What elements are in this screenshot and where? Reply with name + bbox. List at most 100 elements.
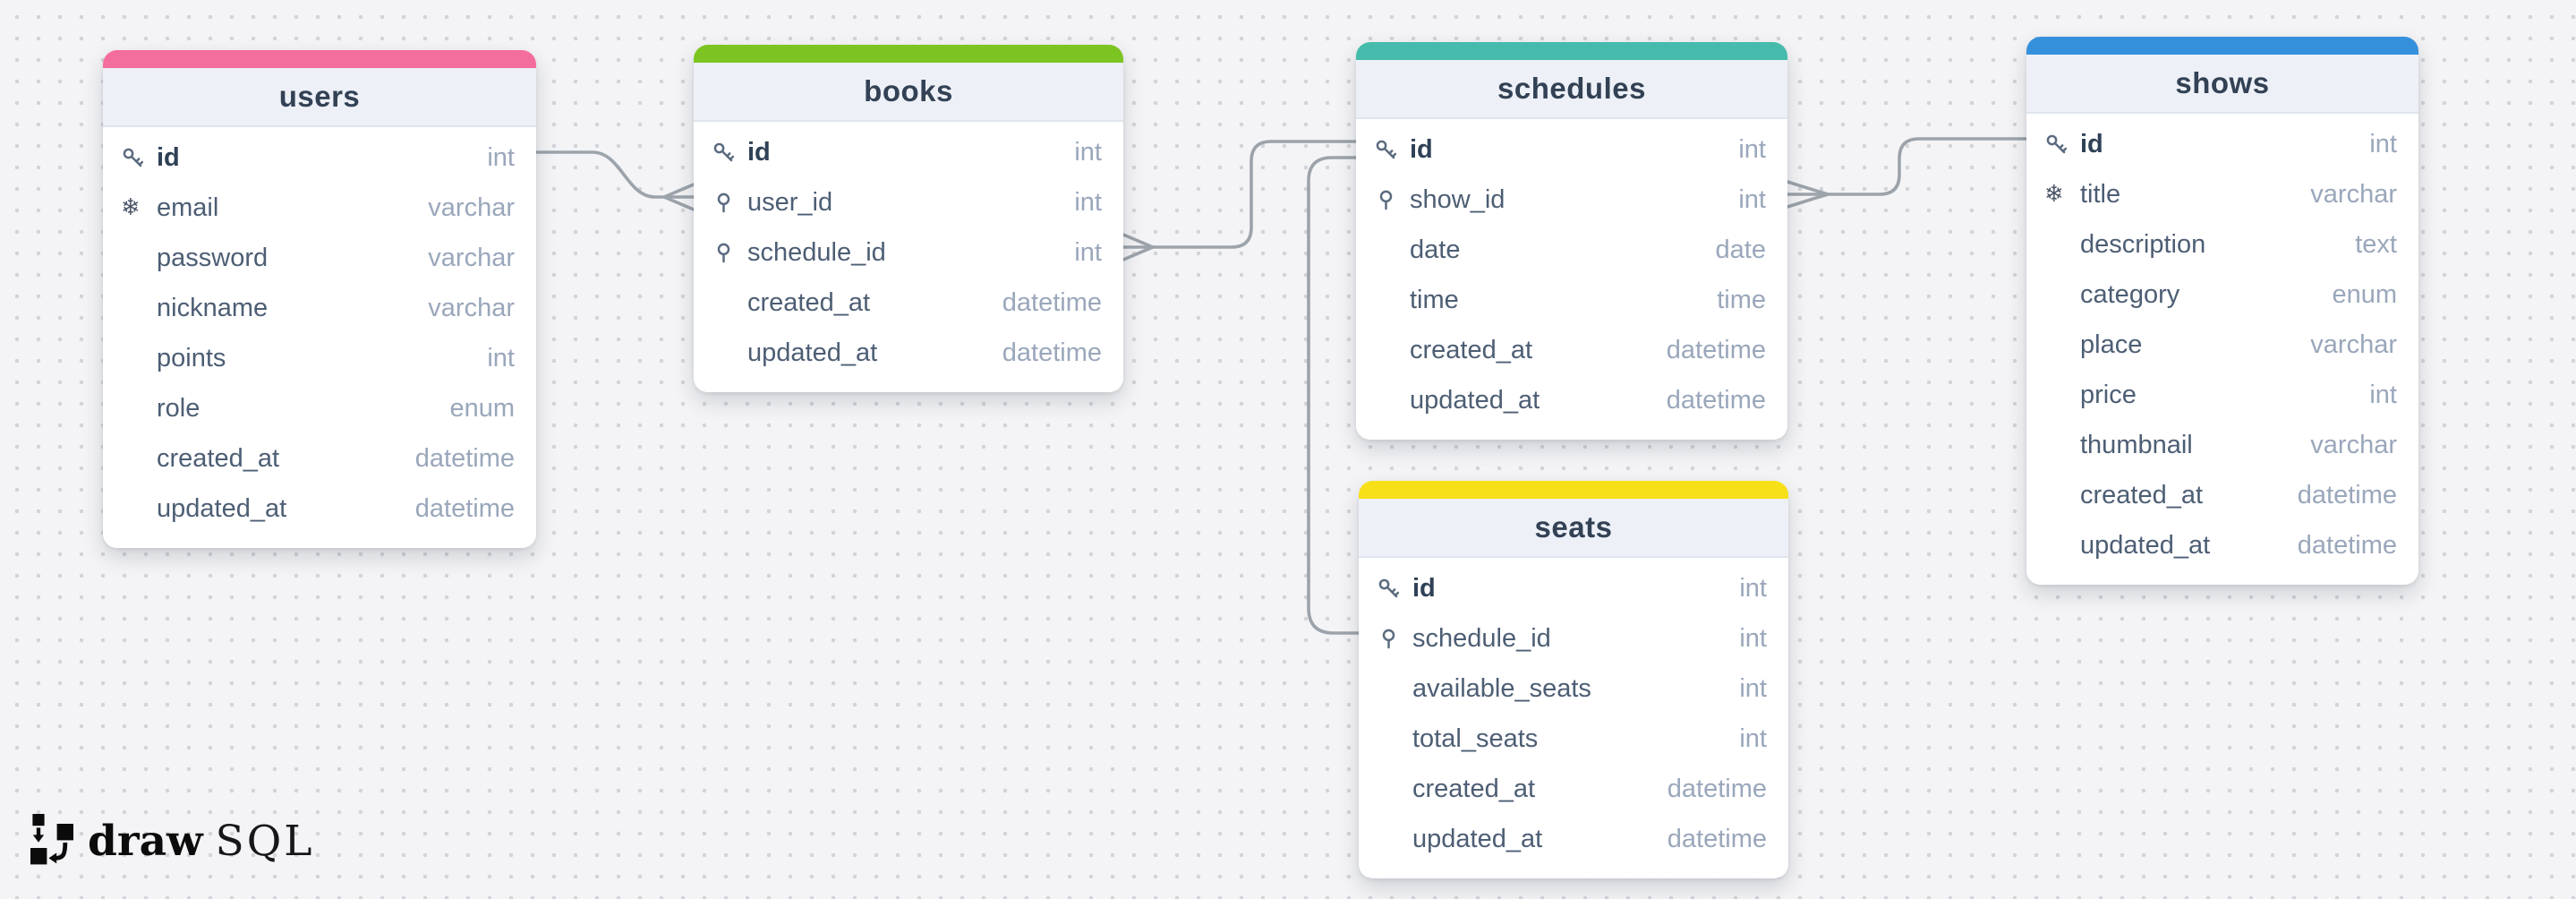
field-name: thumbnail bbox=[2080, 430, 2193, 459]
table-accent-bar bbox=[694, 45, 1123, 63]
field-name: updated_at bbox=[747, 338, 878, 367]
field-type: enum bbox=[449, 393, 515, 423]
field-type: datetime bbox=[414, 443, 515, 473]
connector-shows-id-to-schedules-show_id[interactable] bbox=[1826, 137, 2028, 196]
field-name: category bbox=[2080, 279, 2180, 309]
field-row-updated_at: updated_at datetime bbox=[2026, 520, 2418, 570]
field-type: varchar bbox=[428, 193, 515, 222]
field-type: int bbox=[2369, 380, 2397, 409]
field-type: int bbox=[1738, 134, 1766, 164]
field-row-id: id int bbox=[1356, 124, 1787, 175]
field-row-thumbnail: thumbnail varchar bbox=[2026, 420, 2418, 470]
table-accent-bar bbox=[2026, 37, 2418, 55]
field-type: int bbox=[1074, 187, 1102, 217]
field-name: email bbox=[157, 193, 219, 222]
field-type: text bbox=[2355, 229, 2397, 259]
field-name: nickname bbox=[157, 293, 269, 322]
logo-text-sql: SQL bbox=[215, 816, 315, 866]
crows-foot-marker bbox=[662, 183, 695, 211]
field-type: datetime bbox=[2297, 530, 2397, 560]
field-name: updated_at bbox=[1412, 824, 1543, 853]
primary-key-icon bbox=[121, 146, 157, 170]
connector-schedules-id-to-seats-schedule_id[interactable] bbox=[1307, 156, 1361, 635]
field-type: int bbox=[487, 142, 515, 172]
drawsql-logo-icon bbox=[30, 814, 73, 865]
field-name: created_at bbox=[1412, 774, 1536, 803]
field-name: place bbox=[2080, 330, 2143, 359]
field-row-schedule_id: schedule_id int bbox=[694, 227, 1123, 278]
field-type: int bbox=[1738, 184, 1766, 214]
field-name: created_at bbox=[747, 287, 871, 317]
field-type: int bbox=[2369, 129, 2397, 158]
field-row-updated_at: updated_at datetime bbox=[1359, 814, 1788, 864]
crows-foot-marker bbox=[1122, 233, 1155, 261]
table-accent-bar bbox=[1359, 481, 1788, 499]
table-title: books bbox=[694, 63, 1123, 122]
table-title: seats bbox=[1359, 499, 1788, 558]
field-type: int bbox=[1074, 137, 1102, 167]
field-name: id bbox=[157, 142, 180, 172]
field-type: int bbox=[1074, 237, 1102, 267]
field-type: time bbox=[1717, 285, 1766, 314]
field-row-created_at: created_at datetime bbox=[1356, 325, 1787, 375]
field-name: id bbox=[747, 137, 771, 167]
field-name: id bbox=[2080, 129, 2103, 158]
primary-key-icon bbox=[1377, 577, 1412, 601]
field-type: varchar bbox=[2310, 179, 2397, 209]
field-row-updated_at: updated_at datetime bbox=[1356, 375, 1787, 425]
field-type: datetime bbox=[1002, 287, 1102, 317]
field-name: id bbox=[1412, 573, 1436, 603]
foreign-key-icon bbox=[712, 191, 747, 215]
field-name: created_at bbox=[1410, 335, 1533, 364]
field-name: description bbox=[2080, 229, 2206, 259]
field-type: datetime bbox=[1666, 385, 1766, 415]
field-type: datetime bbox=[1667, 774, 1767, 803]
field-row-id: id int bbox=[2026, 119, 2418, 169]
primary-key-icon bbox=[1374, 138, 1410, 162]
unique-icon: ❄ bbox=[121, 194, 141, 221]
field-name: updated_at bbox=[1410, 385, 1540, 415]
crows-foot-marker bbox=[1786, 180, 1830, 209]
field-type: varchar bbox=[2310, 430, 2397, 459]
field-type: int bbox=[487, 343, 515, 372]
table-title: users bbox=[103, 68, 536, 127]
field-type: int bbox=[1739, 723, 1767, 753]
field-name: time bbox=[1410, 285, 1459, 314]
field-type: datetime bbox=[2297, 480, 2397, 509]
field-name: show_id bbox=[1410, 184, 1506, 214]
connector-schedules-id-to-books-schedule_id[interactable] bbox=[1151, 140, 1358, 249]
field-name: user_id bbox=[747, 187, 833, 217]
field-type: varchar bbox=[2310, 330, 2397, 359]
field-type: datetime bbox=[1667, 824, 1767, 853]
field-name: schedule_id bbox=[747, 237, 886, 267]
field-name: id bbox=[1410, 134, 1433, 164]
field-type: datetime bbox=[1666, 335, 1766, 364]
foreign-key-icon bbox=[1377, 627, 1412, 651]
field-type: int bbox=[1739, 673, 1767, 703]
connector-users-id-to-books-user_id[interactable] bbox=[534, 150, 666, 199]
field-type: date bbox=[1715, 235, 1766, 264]
field-row-show_id: show_id int bbox=[1356, 175, 1787, 225]
field-name: updated_at bbox=[2080, 530, 2211, 560]
